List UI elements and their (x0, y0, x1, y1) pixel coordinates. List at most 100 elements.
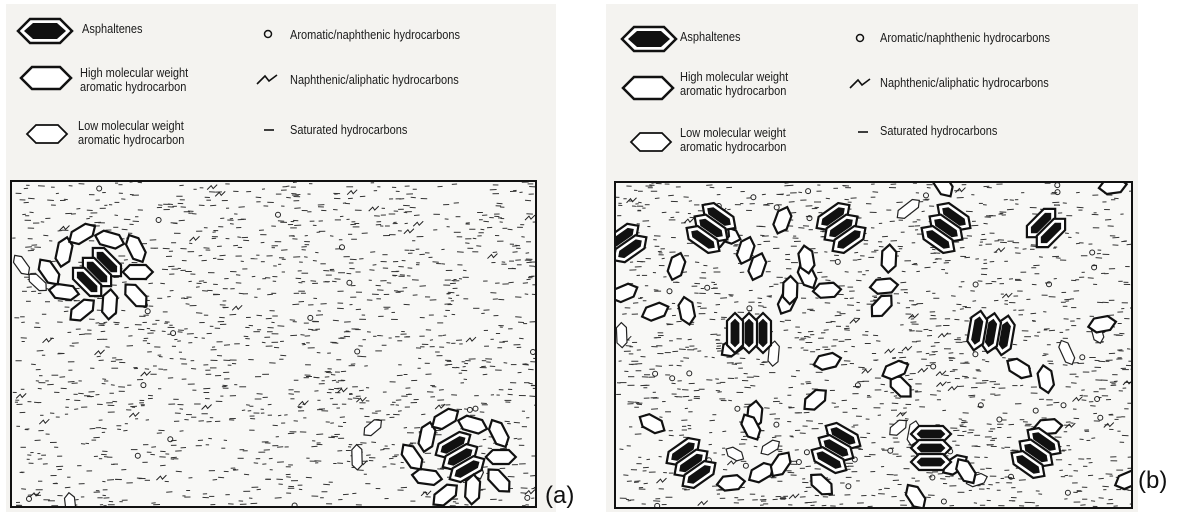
high-mw-aromatic (1099, 183, 1127, 194)
small-circle (997, 417, 1002, 422)
saturated-dash (525, 294, 529, 295)
saturated-dash (236, 275, 240, 276)
high-mw-aromatic (805, 390, 826, 410)
high-mw-aromatic (126, 235, 146, 262)
saturated-dash (332, 380, 336, 381)
saturated-dash (122, 282, 127, 283)
zigzag-chain (141, 371, 151, 376)
saturated-dash (712, 357, 715, 358)
high-mw-aromatic (49, 284, 79, 300)
zigzag-chain (885, 348, 895, 353)
small-circle (924, 193, 929, 198)
zigzag-chain (789, 494, 799, 499)
zigzag-chain (129, 412, 139, 417)
saturated-dash (43, 235, 48, 236)
saturated-dash (244, 474, 249, 475)
saturated-dash (331, 436, 338, 437)
saturated-dash (76, 209, 80, 210)
low-mw-aromatic (1059, 341, 1075, 365)
zigzag-chain (369, 206, 379, 211)
saturated-dash (404, 428, 407, 429)
high-mw-aromatic (432, 409, 458, 429)
small-circle (667, 289, 672, 294)
high-mw-aromatic (102, 289, 117, 319)
zigzag-chain (95, 350, 105, 355)
high-mw-aromatic (125, 285, 146, 307)
high-mw-aromatic (434, 485, 457, 506)
zigzag-chain (207, 185, 217, 190)
high-mw-aromatic (813, 283, 841, 298)
saturated-dash (443, 335, 447, 336)
low-mw-aromatic (616, 323, 627, 348)
small-circle (156, 218, 161, 223)
saturated-dash (1007, 209, 1014, 210)
saturated-dash (637, 404, 642, 405)
saturated-dash (111, 385, 115, 386)
saturated-dash (528, 369, 534, 370)
dash-legend-icon (262, 126, 276, 134)
small-circle (806, 189, 811, 194)
saturated-dash (980, 239, 986, 240)
zigzag-chain (1072, 397, 1082, 402)
saturated-dash (483, 374, 488, 375)
saturated-dash (256, 197, 262, 198)
small-circle (1055, 183, 1060, 188)
saturated-dash (845, 272, 849, 273)
saturated-dash (359, 390, 364, 391)
small-circle (1090, 250, 1095, 255)
saturated-dash (483, 439, 486, 440)
saturated-dash (380, 450, 384, 451)
zigzag-chain (938, 333, 948, 338)
small-circle (1065, 490, 1070, 495)
small-circle (141, 383, 146, 388)
high-mw-aromatic (883, 361, 909, 380)
saturated-dash (758, 306, 764, 307)
zigzag-chain (627, 198, 637, 203)
saturated-dash (513, 252, 518, 253)
saturated-dash (1004, 304, 1008, 305)
saturated-dash (750, 386, 755, 387)
saturated-dash (1065, 233, 1069, 234)
high-mw-aromatic (717, 475, 745, 490)
high-mw-aromatic (71, 300, 94, 321)
saturated-dash (635, 402, 639, 403)
saturated-dash (798, 192, 802, 193)
saturated-dash (64, 311, 68, 312)
saturated-dash (292, 304, 299, 305)
saturated-dash (148, 283, 153, 284)
saturated-dash (695, 262, 699, 263)
low-mw-legend-icon (628, 130, 674, 154)
saturated-dash (278, 415, 281, 416)
saturated-dash (937, 391, 941, 392)
saturated-dash (145, 369, 149, 370)
saturated-dash (1031, 246, 1037, 247)
low-mw-aromatic (890, 420, 907, 435)
zigzag-chain (948, 386, 958, 391)
low-mw-legend-icon (24, 122, 70, 146)
high-mw-aromatic (906, 485, 925, 507)
saturated-dash (371, 442, 376, 443)
saturated-dash (668, 195, 674, 196)
small-circle-legend-icon (854, 32, 866, 44)
saturated-dash (523, 365, 529, 366)
saturated-dash (331, 375, 335, 376)
small-circle (135, 453, 140, 458)
saturated-dash (929, 355, 936, 356)
saturated-dash (230, 314, 237, 315)
saturated-dash (138, 182, 142, 183)
high-mw-aromatic (486, 450, 516, 464)
zigzag-chain (202, 404, 212, 409)
saturated-dash (1063, 365, 1068, 366)
saturated-dash (758, 298, 763, 299)
saturated-dash (987, 424, 992, 425)
saturated-dash (493, 252, 497, 253)
saturated-dash (892, 403, 899, 404)
zigzag-chain (232, 305, 242, 310)
saturated-dash (316, 315, 323, 316)
small-circle (735, 406, 740, 411)
small-circle (292, 503, 297, 506)
saturated-dash (242, 410, 245, 411)
saturated-dash (293, 182, 297, 183)
small-circle (308, 315, 313, 320)
saturated-dash (316, 434, 323, 435)
